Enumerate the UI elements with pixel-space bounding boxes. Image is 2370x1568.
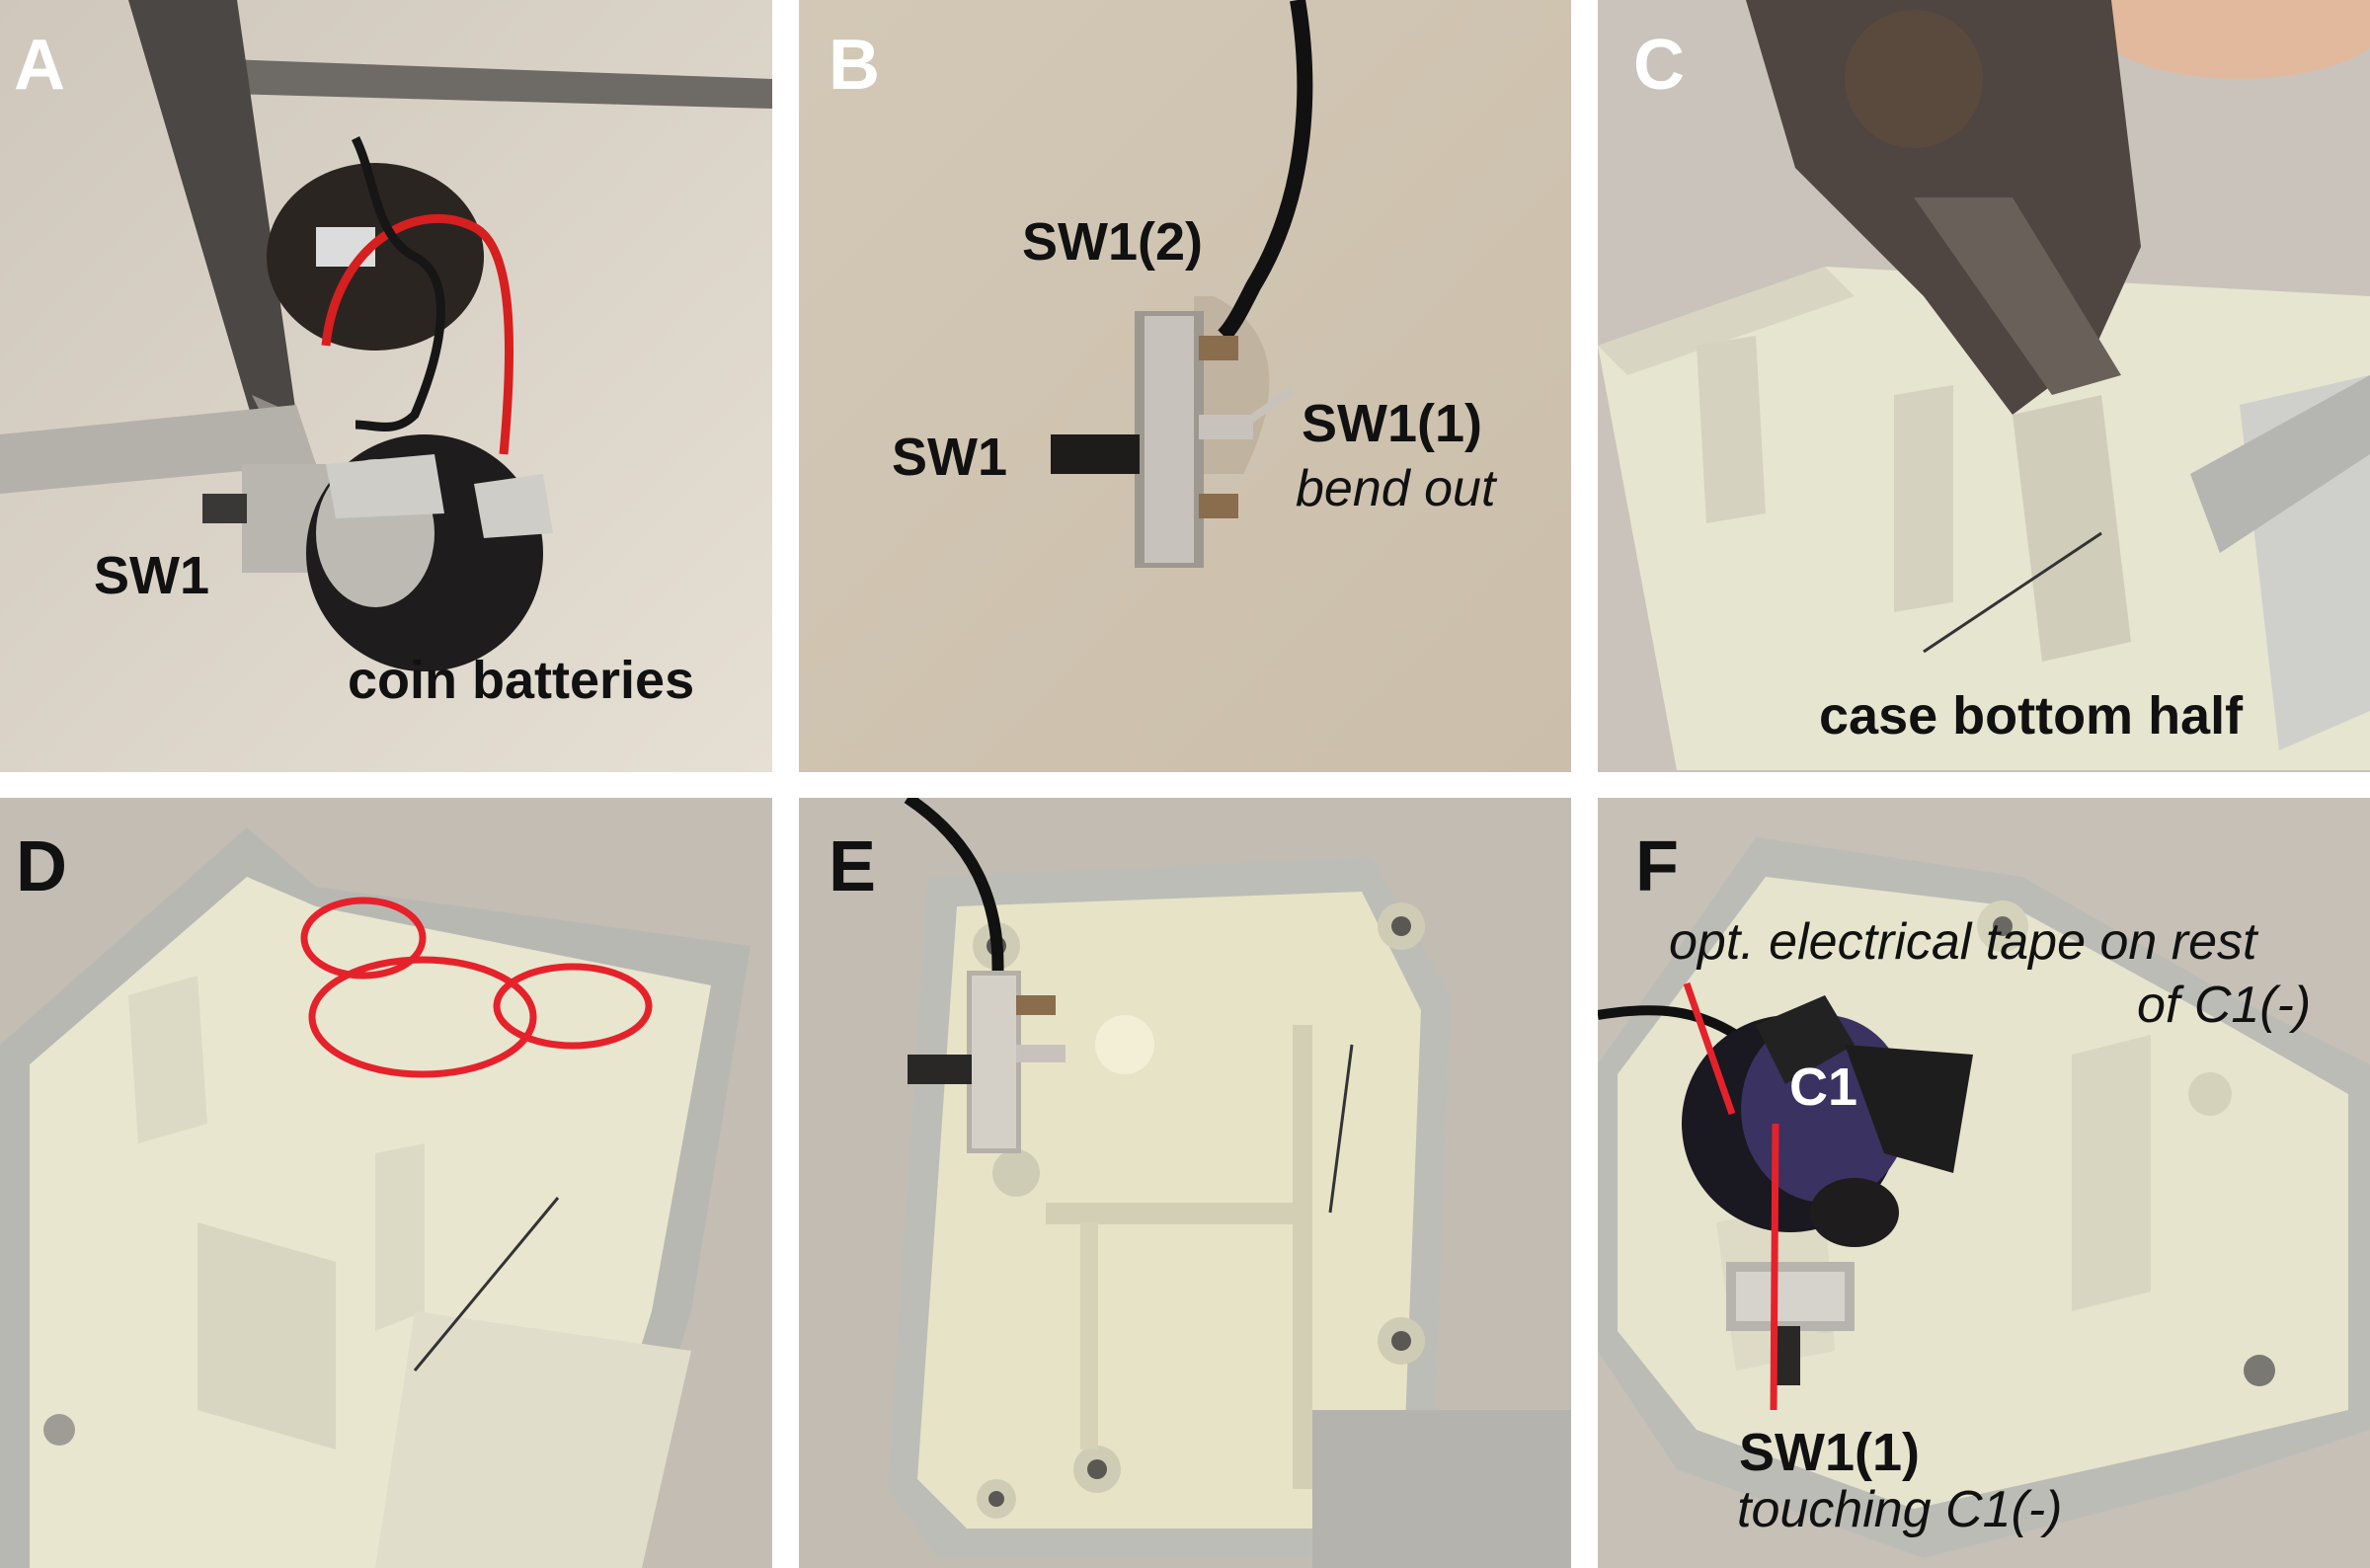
panel-f-tape-label-line1: opt. electrical tape on rest [1669, 913, 2257, 971]
panel-b-sw1-2-label: SW1(2) [1022, 212, 1204, 272]
panel-c: C case bottom half [1598, 0, 2370, 772]
panel-a-batteries-label: coin batteries [348, 651, 695, 710]
panel-b-bend-out-label: bend out [1296, 460, 1496, 517]
panel-c-case-label: case bottom half [1819, 686, 2244, 745]
panel-a-photo [0, 0, 772, 772]
panel-c-photo [1598, 0, 2370, 772]
panel-b-photo [799, 0, 1571, 772]
panel-f-touching-label: touching C1(-) [1737, 1481, 2063, 1538]
panel-d-letter: D [16, 827, 67, 906]
panel-a-sw1-label: SW1 [94, 546, 210, 605]
panel-d-photo [0, 798, 772, 1568]
panel-d: D [0, 798, 772, 1568]
panel-b-sw1-label: SW1 [892, 428, 1008, 487]
panel-f-c1-label: C1 [1789, 1058, 1858, 1117]
panel-b-letter: B [829, 26, 880, 105]
panel-c-letter: C [1633, 26, 1685, 105]
panel-f-letter: F [1635, 827, 1679, 906]
panel-e-photo [799, 798, 1571, 1568]
panel-f-tape-label-line2: of C1(-) [2137, 977, 2312, 1034]
panel-f: F opt. electrical tape on rest of C1(-) … [1598, 798, 2370, 1568]
panel-e: E [799, 798, 1571, 1568]
panel-e-letter: E [829, 827, 877, 906]
panel-b-sw1-1-label: SW1(1) [1302, 394, 1483, 453]
panel-a: A SW1 coin batteries [0, 0, 772, 772]
panel-b: B SW1(2) SW1 SW1(1) bend out [799, 0, 1571, 772]
panel-a-letter: A [14, 26, 65, 105]
panel-f-photo [1598, 798, 2370, 1568]
panel-f-sw1-1-label: SW1(1) [1739, 1423, 1921, 1482]
